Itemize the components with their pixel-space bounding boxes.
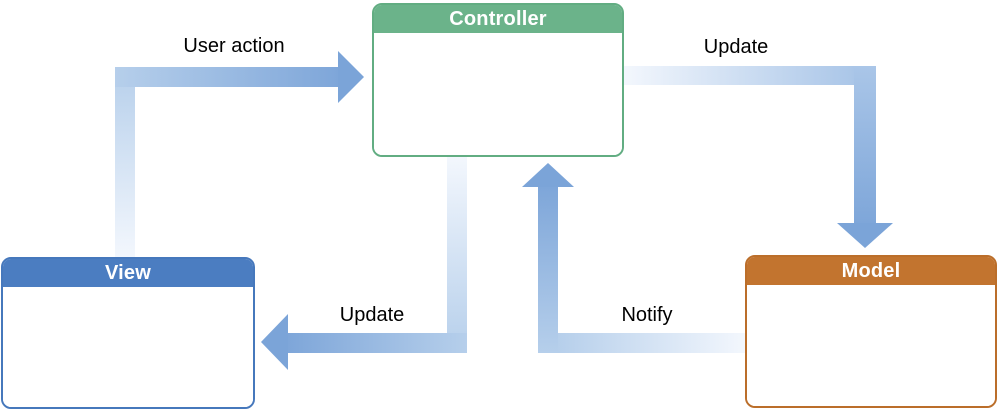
- user-action-arrow-vertical-segment: [115, 67, 135, 257]
- view-body: [3, 287, 253, 407]
- update-view-arrow-horizontal-segment: [288, 333, 467, 353]
- update-view-arrow-vertical-segment: [447, 157, 467, 353]
- node-model: Model: [745, 255, 997, 408]
- model-header-label: Model: [747, 257, 995, 285]
- node-view: View: [1, 257, 255, 409]
- notify-label: Notify: [621, 304, 673, 326]
- update-model-arrow-horizontal-segment: [624, 66, 855, 85]
- controller-body: [374, 33, 622, 155]
- update-model-arrow-vertical-segment: [854, 66, 876, 224]
- notify-arrowhead-up: [522, 163, 574, 187]
- update-view-label: Update: [339, 304, 405, 326]
- notify-arrow-vertical-segment: [538, 187, 558, 353]
- node-controller: Controller: [372, 3, 624, 157]
- user-action-arrow-horizontal-segment: [115, 67, 339, 87]
- user-action-arrowhead-right: [338, 51, 364, 103]
- view-header-label: View: [3, 259, 253, 287]
- notify-arrow-horizontal-segment: [558, 333, 745, 353]
- user-action-label: User action: [183, 35, 285, 57]
- update-view-arrowhead-left: [261, 314, 288, 370]
- update-model-arrowhead-down: [837, 223, 893, 248]
- model-body: [747, 285, 995, 406]
- controller-header-label: Controller: [374, 5, 622, 33]
- update-model-label: Update: [703, 36, 769, 58]
